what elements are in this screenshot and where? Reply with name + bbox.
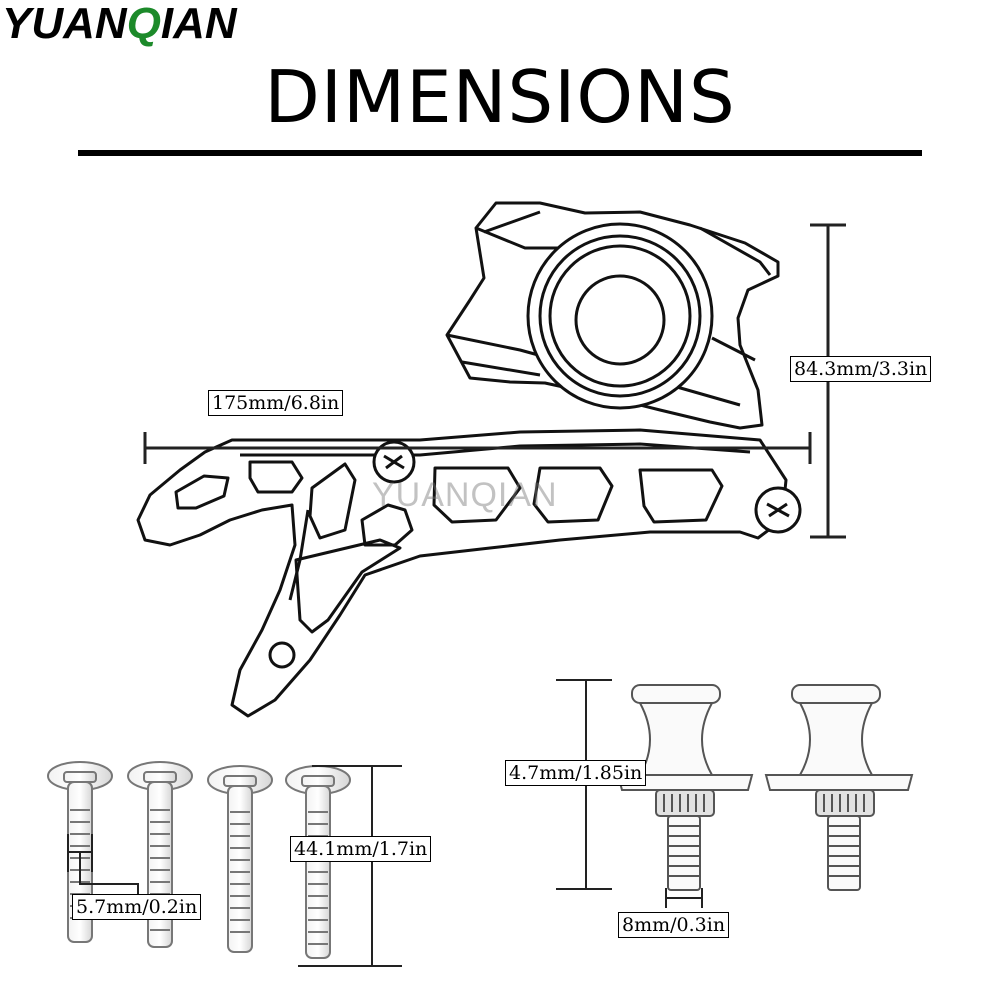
bracket-drawing bbox=[136, 201, 802, 718]
spool-bolt bbox=[616, 684, 754, 891]
bracket-length-dimension-line bbox=[143, 432, 812, 464]
bolt-length-label: 44.1mm/1.7in bbox=[290, 836, 432, 862]
bracket-length-label: 175mm/6.8in bbox=[208, 390, 344, 416]
bracket-cutout bbox=[308, 462, 357, 540]
spool-thread-dimension-line bbox=[665, 888, 703, 908]
bracket-cutout bbox=[638, 468, 724, 524]
bolt-diameter-label: 5.7mm/0.2in bbox=[72, 894, 202, 920]
bracket-spool-outer-ring bbox=[526, 222, 714, 410]
bracket-cutout bbox=[432, 466, 522, 524]
bolt bbox=[207, 765, 273, 953]
brand-logo-part3: IAN bbox=[160, 0, 237, 48]
brand-logo: YUANQIAN bbox=[2, 0, 237, 48]
bracket-cutout bbox=[248, 460, 304, 494]
page-title: DIMENSIONS bbox=[264, 55, 736, 139]
spool-bolt bbox=[764, 684, 914, 891]
bracket-mount-hole bbox=[268, 641, 296, 669]
bracket-height-label: 84.3mm/3.3in bbox=[790, 356, 932, 382]
bracket-cutout bbox=[294, 538, 402, 634]
bolt-diameter-dimension-line bbox=[67, 834, 139, 900]
watermark: YUANQIAN bbox=[372, 476, 558, 514]
bracket-spool-bore bbox=[574, 274, 666, 366]
bracket-screw-left bbox=[372, 440, 416, 484]
title-underline bbox=[78, 150, 922, 156]
bracket-cutout bbox=[532, 466, 614, 524]
bolt-length-dimension-line bbox=[298, 765, 402, 967]
spool-thread-label: 8mm/0.3in bbox=[618, 912, 730, 938]
bracket-cutout bbox=[174, 474, 230, 510]
spool-height-label: 4.7mm/1.85in bbox=[505, 760, 647, 786]
bracket-screw-right bbox=[754, 486, 802, 534]
brand-logo-part1: YUAN bbox=[2, 0, 127, 48]
bracket-main-arm bbox=[136, 428, 788, 718]
brand-logo-leaf-letter: Q bbox=[126, 0, 161, 48]
spool-pair bbox=[616, 684, 914, 891]
bolt bbox=[285, 765, 351, 959]
